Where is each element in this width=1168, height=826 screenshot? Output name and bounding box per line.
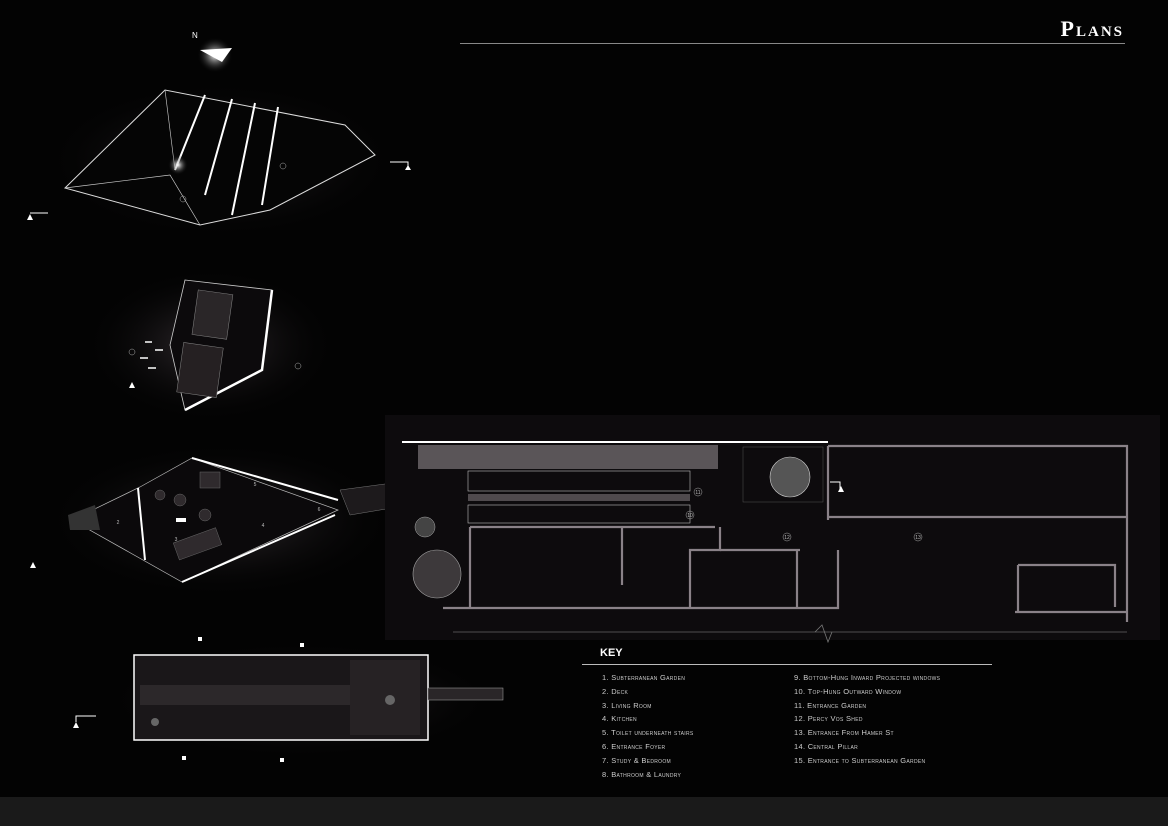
roof-plan [27,80,411,240]
key-divider [582,664,992,665]
svg-text:4: 4 [262,523,265,529]
compass-label: N [192,31,198,40]
page-title: Plans [1060,16,1124,41]
site-plan: 11 10 12 13 [385,415,1160,644]
key-item: 15. Entrance to Subterranean Garden [794,755,926,765]
north-compass-icon: N [192,31,233,73]
key-item: 8. Bathroom & Laundry [602,769,682,779]
key-item: 1. Subterranean Garden [602,673,686,682]
site-plan-labels: 11 10 12 13 [685,487,923,542]
title-divider [460,43,1125,44]
key-item: 14. Central Pillar [794,741,859,751]
key-item: 11. Entrance Garden [794,700,867,710]
subterranean-plan [73,637,504,762]
svg-text:2: 2 [117,520,120,526]
svg-text:5: 5 [254,482,257,488]
key-item: 13. Entrance From Hamer St [794,728,894,738]
key-heading: KEY [600,647,623,659]
svg-text:12: 12 [784,535,790,541]
upper-floor-plan [80,265,340,425]
svg-text:10: 10 [687,513,693,519]
ground-floor-plan: 2 3 4 5 6 [30,440,441,600]
svg-text:13: 13 [915,535,921,541]
svg-text:6: 6 [318,507,321,513]
key-legend: KEY 1. Subterranean Garden 2. Deck 3. Li… [582,647,992,779]
key-item: 6. Entrance Foyer [602,741,666,751]
key-item: 7. Study & Bedroom [602,755,672,765]
key-item: 9. Bottom-Hung Inward Projected windows [794,673,941,682]
key-item: 12. Percy Vos Shed [794,714,863,724]
key-item: 5. Toilet underneath stairs [602,728,694,738]
key-item: 3. Living Room [602,700,652,710]
key-item: 4. Kitchen [602,714,637,724]
key-item: 10. Top-Hung Outward Window [794,686,902,696]
key-item: 2. Deck [602,686,629,696]
svg-text:3: 3 [175,537,178,543]
footer-bar [0,797,1168,826]
svg-text:11: 11 [695,490,700,496]
